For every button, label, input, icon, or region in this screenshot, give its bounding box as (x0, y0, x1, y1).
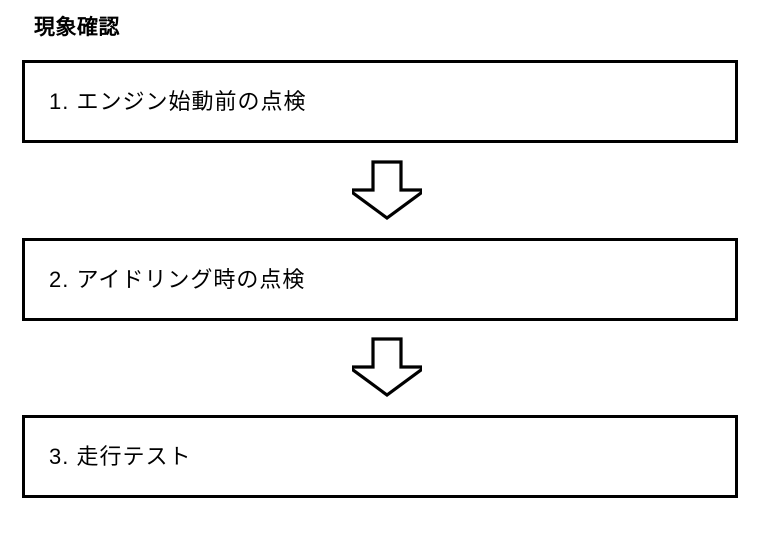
flow-step-label-2: 2. アイドリング時の点検 (49, 266, 306, 292)
down-block-arrow-icon (352, 160, 422, 220)
down-block-arrow-icon (352, 337, 422, 397)
page-title: 現象確認 (34, 16, 120, 39)
flow-step-label-3: 3. 走行テスト (49, 443, 192, 469)
flow-step-box-3: 3. 走行テスト (22, 415, 738, 498)
flow-step-box-1: 1. エンジン始動前の点検 (22, 60, 738, 143)
flow-step-box-2: 2. アイドリング時の点検 (22, 238, 738, 321)
flow-step-label-1: 1. エンジン始動前の点検 (49, 88, 307, 114)
